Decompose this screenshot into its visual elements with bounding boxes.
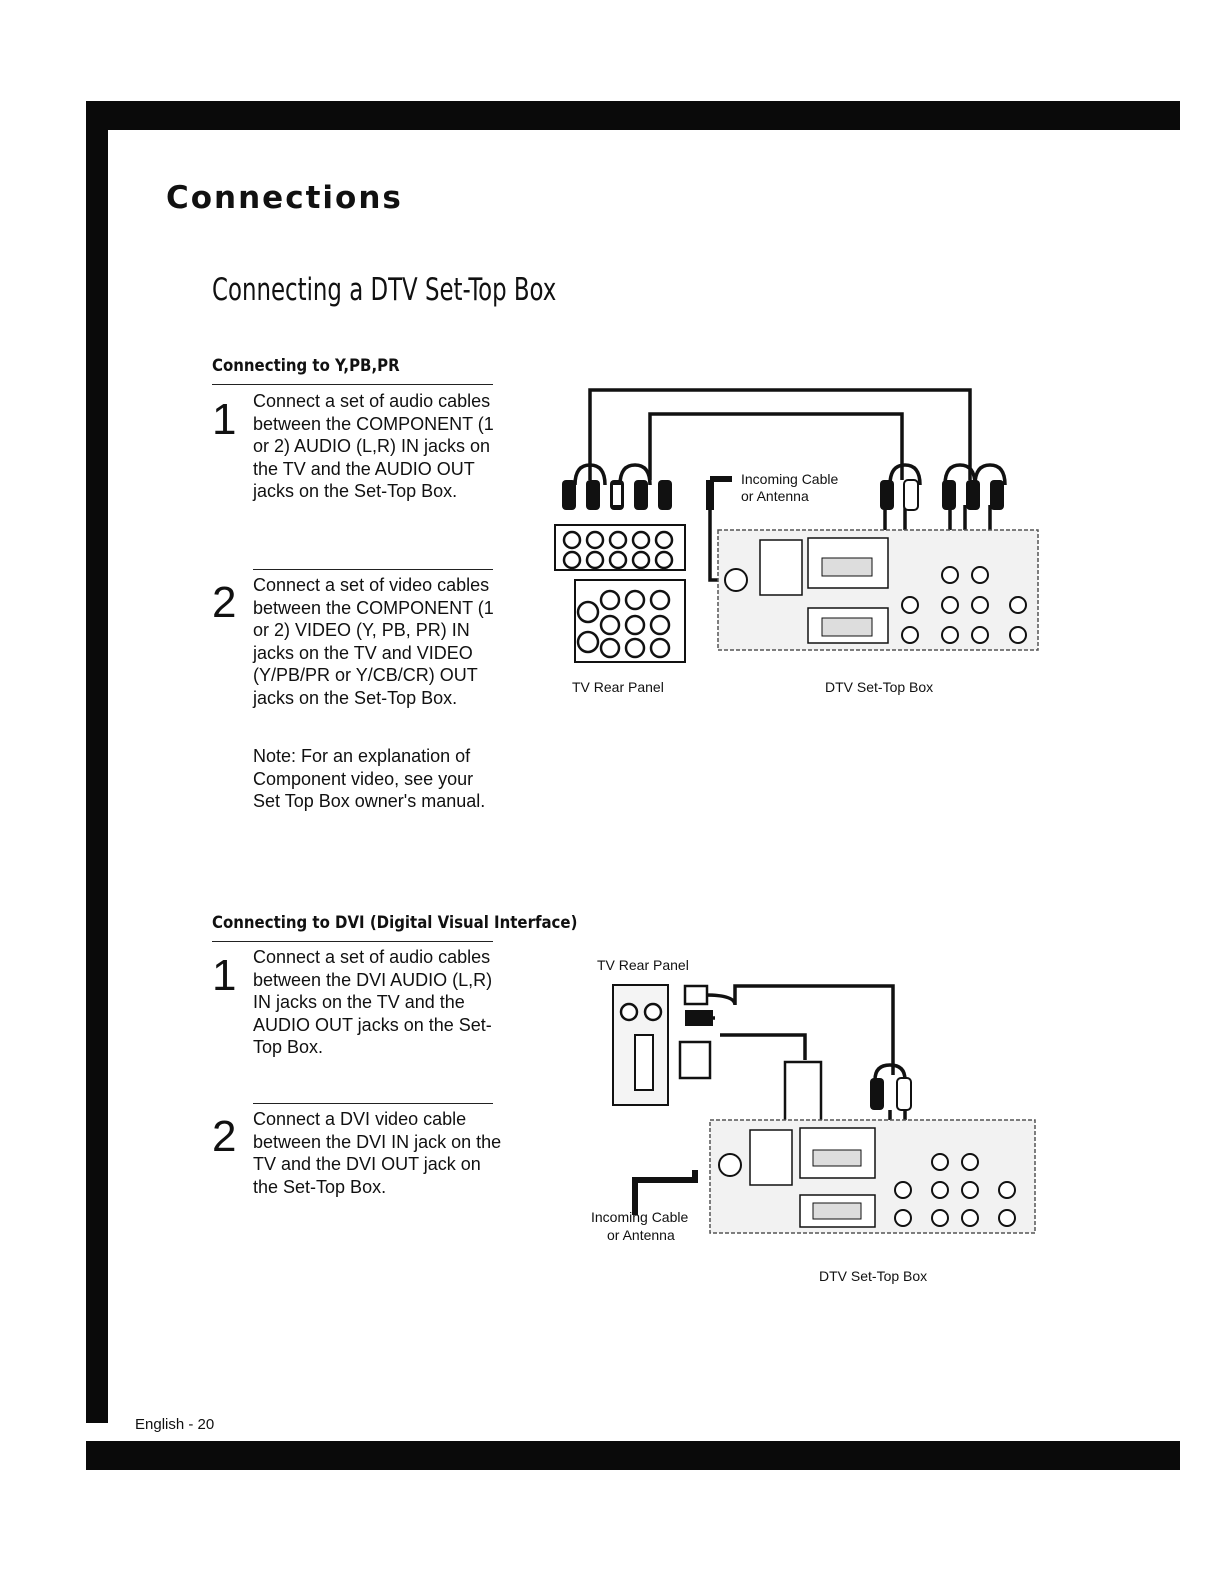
left-border-bar xyxy=(86,101,108,1423)
dvi-dtv-set-top-box xyxy=(709,1119,1036,1234)
plugs-stb xyxy=(880,480,1004,510)
ypbpr-heading-rule xyxy=(212,384,493,385)
dvi-antenna-label-2: or Antenna xyxy=(607,1227,675,1243)
dtv-set-top-box xyxy=(717,529,1039,651)
page-number: English - 20 xyxy=(135,1416,215,1433)
dvi-step2-number: 2 xyxy=(212,1112,237,1161)
ypbpr-step2-text: Connect a set of video cables between th… xyxy=(253,575,494,708)
ypbpr-step-divider xyxy=(253,569,493,570)
ypbpr-step2-number: 2 xyxy=(212,578,237,627)
dvi-antenna-label-1: Incoming Cable xyxy=(591,1209,688,1225)
dvi-cable-plug xyxy=(678,1040,823,1124)
dvi-tv-label: TV Rear Panel xyxy=(597,957,689,973)
dvi-step1-text: Connect a set of audio cables between th… xyxy=(253,947,493,1058)
dvi-heading-rule xyxy=(212,941,493,942)
bottom-border-bar xyxy=(86,1441,1180,1470)
dvi-connection-diagram: TV Rear Panel Incoming C xyxy=(591,957,1036,1284)
dvi-heading: Connecting to DVI (Digital Visual Interf… xyxy=(212,913,578,933)
ypbpr-connection-diagram: Incoming Cable or Antenna TV Rear Panel … xyxy=(554,388,1039,695)
ypbpr-tv-label: TV Rear Panel xyxy=(572,679,664,695)
dvi-tv-rear-panel xyxy=(612,984,669,1106)
ypbpr-note: Note: For an explanation of Component vi… xyxy=(253,746,486,812)
ypbpr-stb-label: DTV Set-Top Box xyxy=(825,679,933,695)
ypbpr-antenna-label-1: Incoming Cable xyxy=(741,471,838,487)
dvi-step1-number: 1 xyxy=(212,951,237,1000)
dvi-step2-text: Connect a DVI video cable between the DV… xyxy=(253,1109,502,1197)
ypbpr-heading: Connecting to Y,PB,PR xyxy=(212,356,400,376)
top-border-bar xyxy=(86,101,1180,130)
dvi-step-divider xyxy=(253,1103,493,1104)
ypbpr-step1-number: 1 xyxy=(212,395,237,444)
ypbpr-antenna-label-2: or Antenna xyxy=(741,488,809,504)
section-title: Connections xyxy=(166,180,403,216)
page-heading: Connecting a DTV Set-Top Box xyxy=(212,272,557,308)
dvi-stb-label: DTV Set-Top Box xyxy=(819,1268,927,1284)
ypbpr-step1-text: Connect a set of audio cables between th… xyxy=(253,391,494,502)
